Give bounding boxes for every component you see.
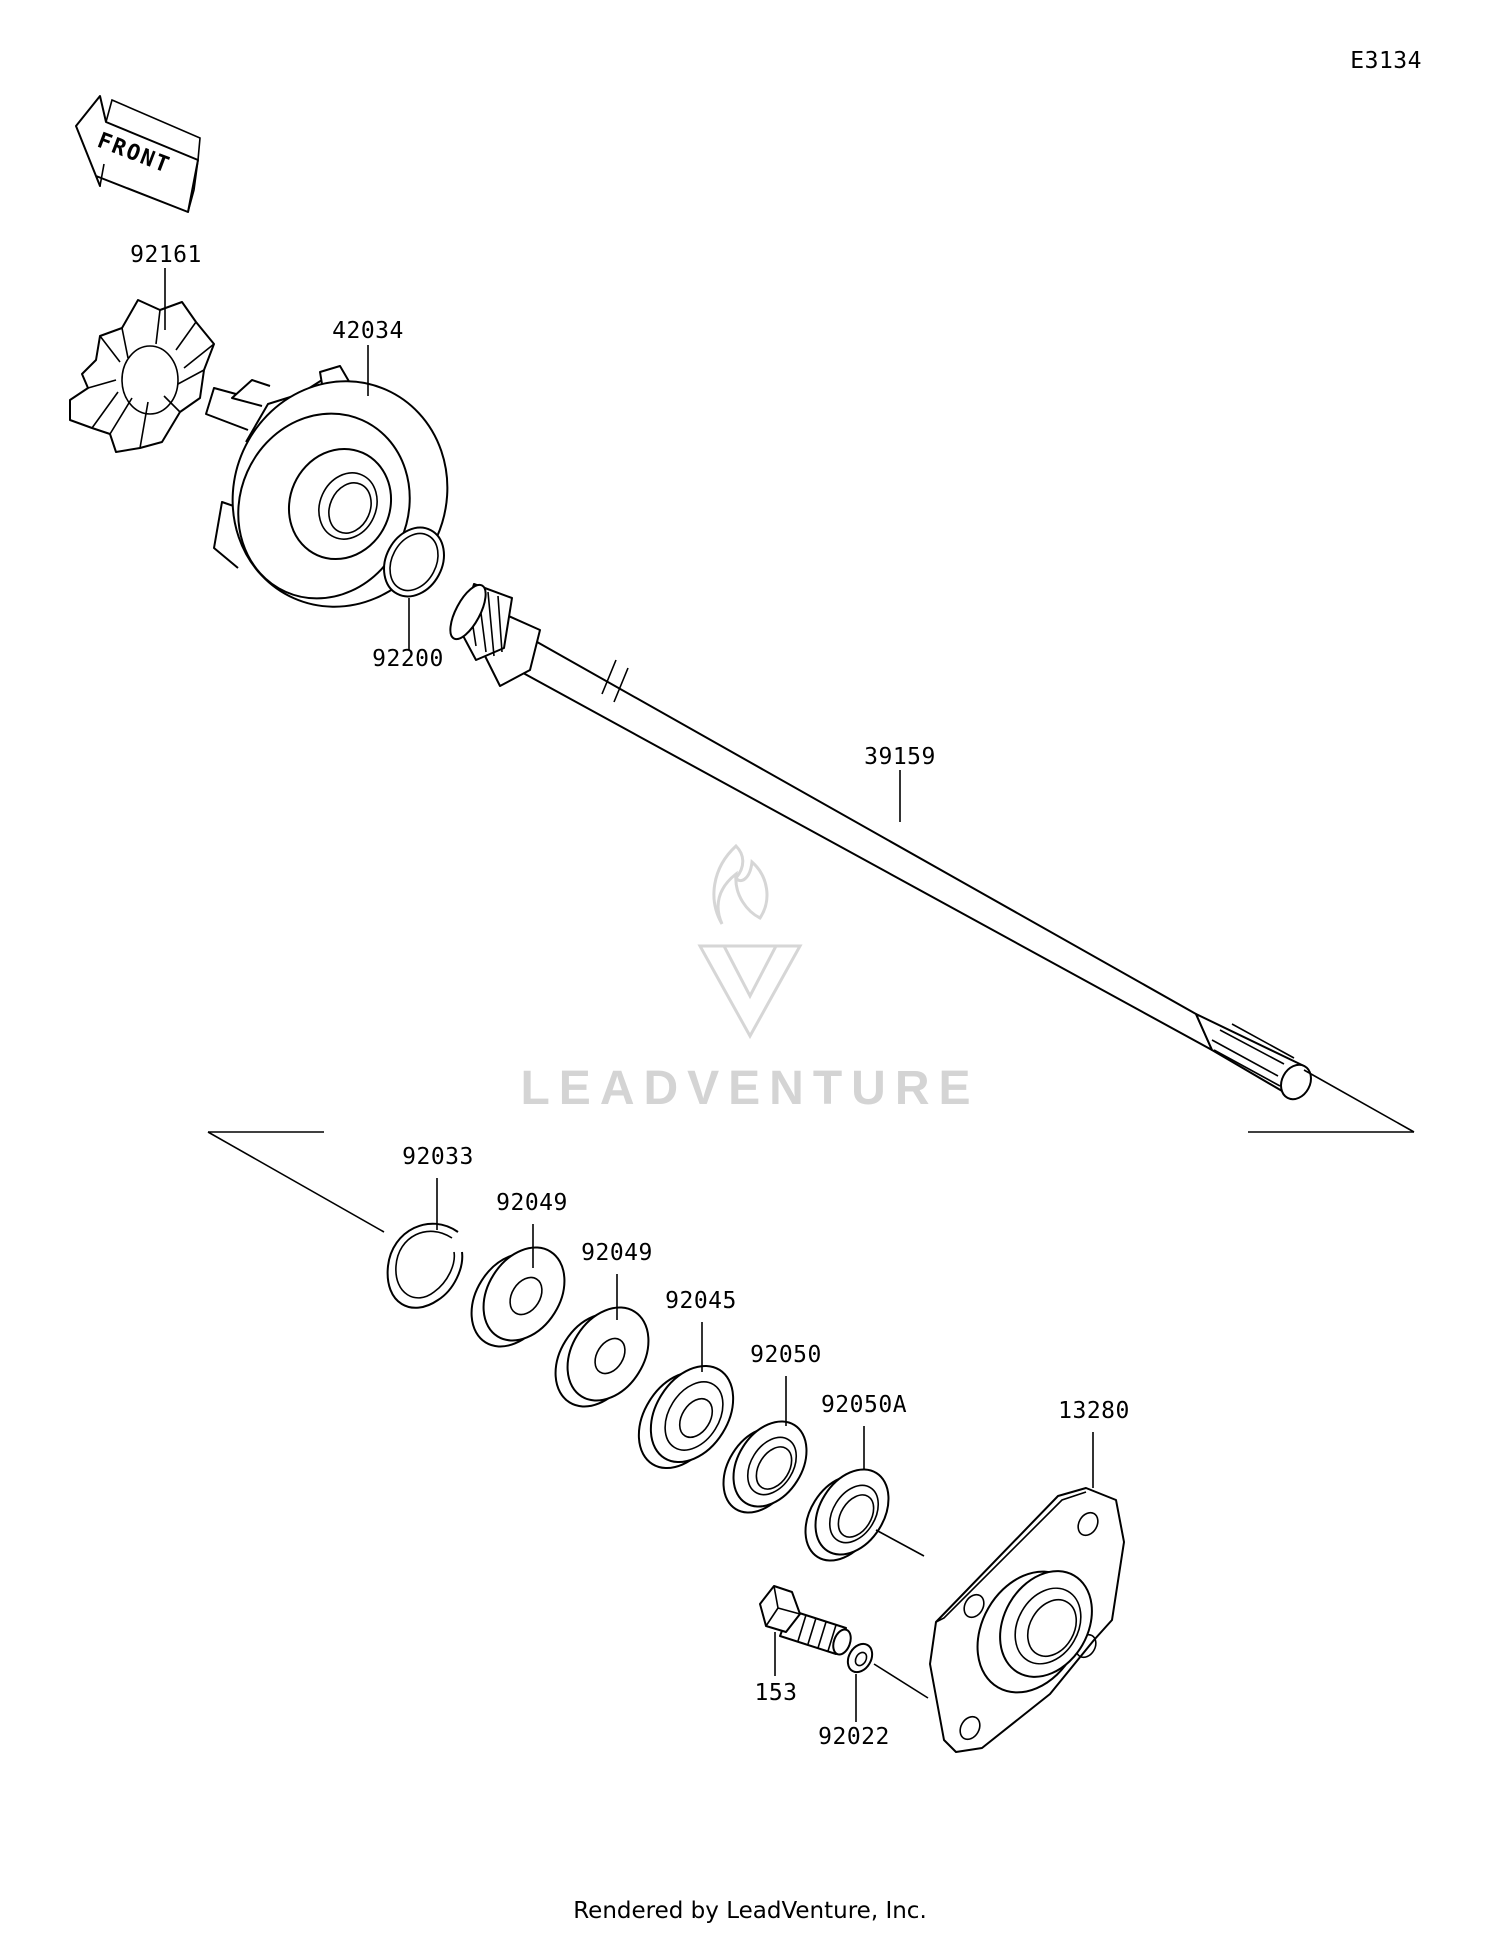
coupling-42034 xyxy=(205,365,449,608)
label-92033: 92033 xyxy=(402,1144,474,1170)
label-92161: 92161 xyxy=(130,242,202,268)
bearing-92045 xyxy=(637,1364,735,1470)
watermark-logo xyxy=(697,843,803,1040)
label-92200: 92200 xyxy=(372,646,444,672)
watermark-text: LEADVENTURE xyxy=(520,1062,979,1115)
housing-13280 xyxy=(929,1487,1125,1753)
label-153: 153 xyxy=(754,1680,797,1706)
label-42034: 42034 xyxy=(332,318,404,344)
oil-seal-92050 xyxy=(722,1420,808,1514)
label-92049-outer: 92049 xyxy=(496,1190,568,1216)
label-92050: 92050 xyxy=(750,1342,822,1368)
label-92022: 92022 xyxy=(818,1724,890,1750)
continuation-lines xyxy=(207,1069,1415,1233)
leader-seal-to-housing xyxy=(875,1529,925,1557)
label-92045: 92045 xyxy=(665,1288,737,1314)
bolt-153 xyxy=(759,1585,852,1656)
collar-92049-inner xyxy=(554,1306,650,1408)
footer-text: Rendered by LeadVenture, Inc. xyxy=(573,1898,927,1924)
damper-92161 xyxy=(69,299,215,453)
label-92050A: 92050A xyxy=(821,1392,907,1418)
diagram-code: E3134 xyxy=(1350,48,1422,74)
oil-seal-92050A xyxy=(804,1468,890,1562)
front-arrow-icon: FRONT xyxy=(75,95,201,213)
label-13280: 13280 xyxy=(1058,1398,1130,1424)
label-92049-inner: 92049 xyxy=(581,1240,653,1266)
leader-washer-to-housing xyxy=(873,1663,929,1699)
drive-shaft-39159 xyxy=(449,583,1312,1101)
circlip-92033 xyxy=(386,1222,464,1309)
label-39159: 39159 xyxy=(864,744,936,770)
washer-92200 xyxy=(383,526,445,598)
washer-92022 xyxy=(846,1642,874,1674)
collar-92049-outer xyxy=(470,1246,566,1348)
